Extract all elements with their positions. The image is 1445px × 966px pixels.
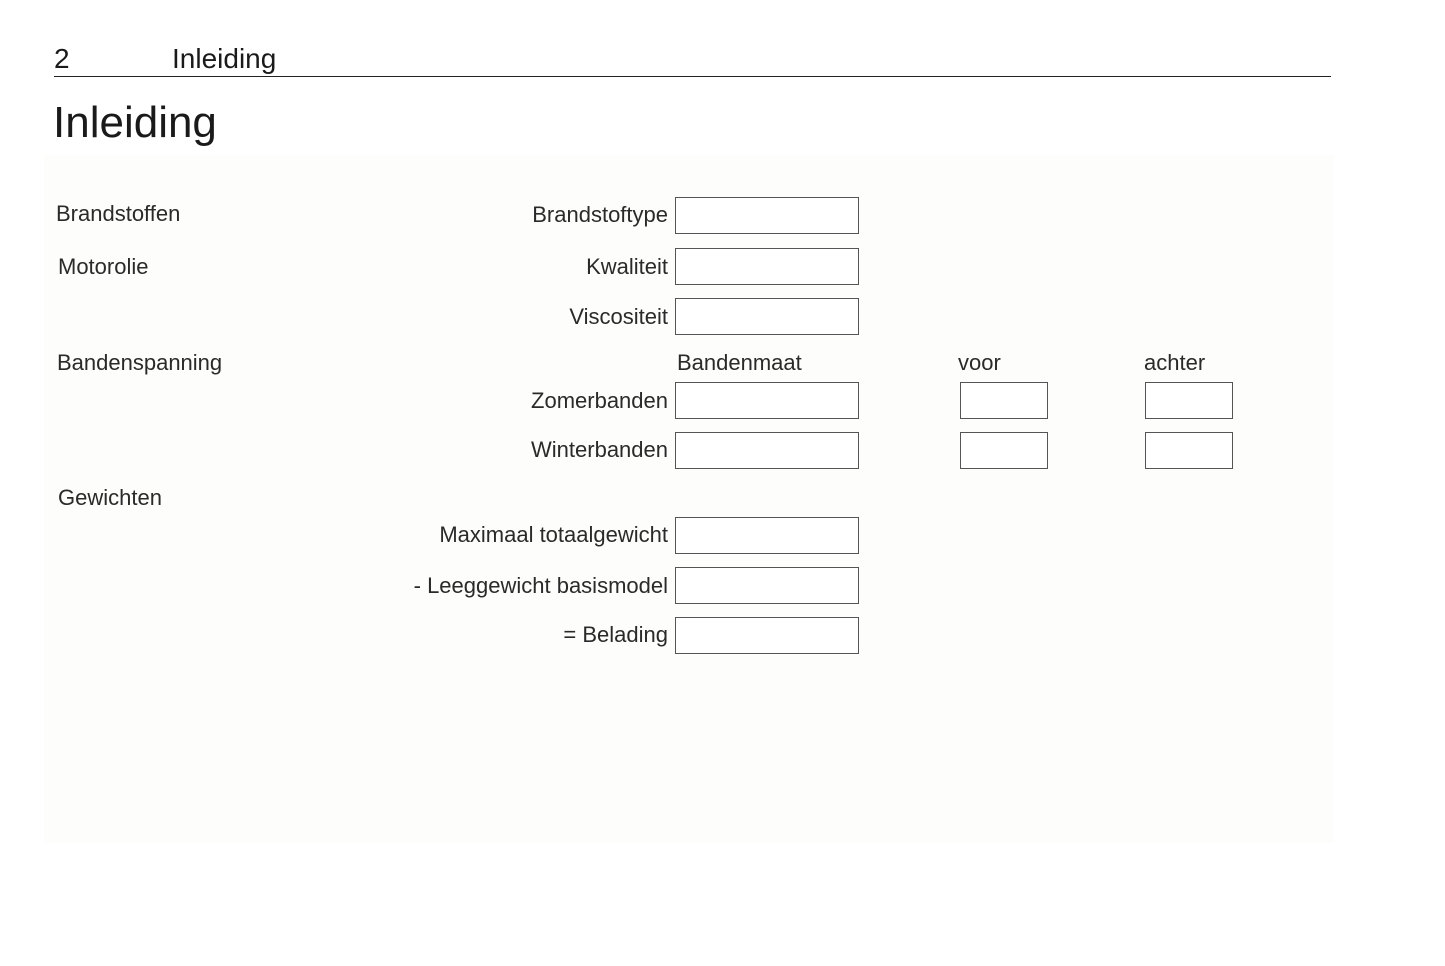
running-head: 2 Inleiding bbox=[54, 42, 1331, 77]
max-total-weight-field[interactable] bbox=[675, 517, 859, 554]
oil-viscosity-label: Viscositeit bbox=[569, 304, 668, 329]
load-field[interactable] bbox=[675, 617, 859, 654]
summer-tyres-label: Zomerbanden bbox=[531, 388, 668, 413]
category-weights: Gewichten bbox=[58, 485, 162, 510]
summer-tyre-front-pressure-field[interactable] bbox=[960, 382, 1048, 419]
category-fuels: Brandstoffen bbox=[56, 201, 181, 226]
section-title: Inleiding bbox=[53, 98, 217, 147]
kerb-weight-label: - Leeggewicht basismodel bbox=[413, 573, 668, 598]
winter-tyre-front-pressure-field[interactable] bbox=[960, 432, 1048, 469]
oil-quality-label: Kwaliteit bbox=[586, 254, 668, 279]
page-number: 2 bbox=[54, 43, 70, 74]
summer-tyre-rear-pressure-field[interactable] bbox=[1145, 382, 1233, 419]
kerb-weight-field[interactable] bbox=[675, 567, 859, 604]
oil-viscosity-field[interactable] bbox=[675, 298, 859, 335]
fuel-type-field[interactable] bbox=[675, 197, 859, 234]
column-header-tyre-size: Bandenmaat bbox=[677, 350, 802, 375]
category-tyre-pressure: Bandenspanning bbox=[57, 350, 223, 375]
max-total-weight-label: Maximaal totaalgewicht bbox=[439, 522, 668, 547]
vehicle-data-form: Brandstoffen Motorolie Bandenspanning Ge… bbox=[44, 155, 1334, 843]
winter-tyre-size-field[interactable] bbox=[675, 432, 859, 469]
column-header-front: voor bbox=[958, 350, 1001, 375]
fuel-type-label: Brandstoftype bbox=[532, 202, 668, 227]
oil-quality-field[interactable] bbox=[675, 248, 859, 285]
running-title: Inleiding bbox=[172, 43, 277, 74]
column-header-rear: achter bbox=[1144, 350, 1206, 375]
category-engine-oil: Motorolie bbox=[58, 254, 149, 279]
winter-tyres-label: Winterbanden bbox=[531, 437, 668, 462]
load-label: = Belading bbox=[563, 622, 668, 647]
summer-tyre-size-field[interactable] bbox=[675, 382, 859, 419]
winter-tyre-rear-pressure-field[interactable] bbox=[1145, 432, 1233, 469]
